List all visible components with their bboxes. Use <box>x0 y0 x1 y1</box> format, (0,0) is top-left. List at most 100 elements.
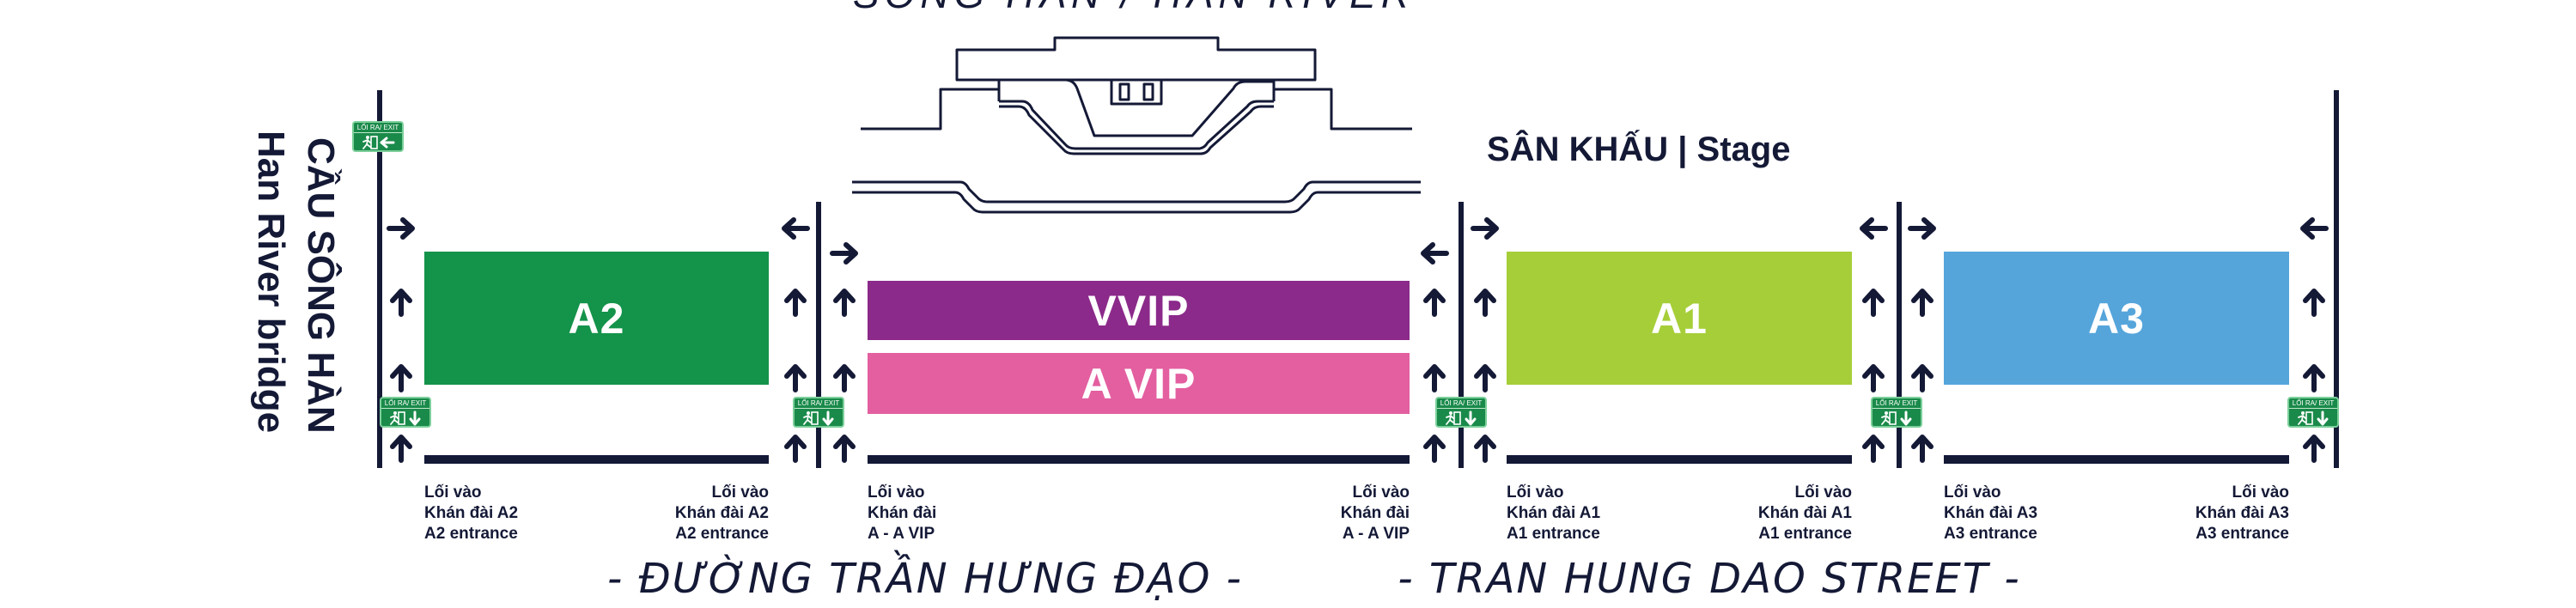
exit-runner-down-icon <box>803 410 834 426</box>
exit-sign-label: LỐI RA/ EXIT <box>354 123 402 133</box>
entrance-line: Lối vào <box>424 483 482 502</box>
entrance-line: Lối vào <box>711 483 769 502</box>
arrow-right-icon <box>830 242 858 264</box>
arrow-up-icon <box>833 435 856 463</box>
arrow-up-icon <box>1911 289 1934 317</box>
arrow-up-icon <box>1911 364 1934 392</box>
stage-edge-1 <box>999 100 1274 150</box>
exit-sign: LỐI RA/ EXIT <box>380 397 431 428</box>
arrow-up-icon <box>1474 435 1496 463</box>
exit-sign: LỐI RA/ EXIT <box>793 397 844 428</box>
arrow-up-icon <box>1474 364 1496 392</box>
zone-a2[interactable]: A2 <box>424 252 769 385</box>
entrance-line: Khán đài A1 <box>1507 504 1601 522</box>
river-label: SÔNG HÀN / HAN RIVER <box>853 0 1415 17</box>
zone-a1-label: A1 <box>1651 294 1708 343</box>
exit-sign: LỐI RA/ EXIT <box>2287 397 2339 428</box>
barrier-line <box>816 202 821 468</box>
arrow-up-icon <box>1423 435 1446 463</box>
exit-sign-label: LỐI RA/ EXIT <box>2289 398 2337 409</box>
entrance-line: A2 entrance <box>675 525 769 543</box>
exit-runner-down-icon <box>1881 410 1912 426</box>
zone-vvip-label: VVIP <box>1087 286 1190 335</box>
arrow-up-icon <box>390 435 412 463</box>
entrance-line: A - A VIP <box>868 525 935 543</box>
entrance-line: Khán đài A3 <box>1944 504 2038 522</box>
entrance-line: A1 entrance <box>1507 525 1600 543</box>
entrance-line: Lối vào <box>1794 483 1852 502</box>
arrow-right-icon <box>1471 217 1499 240</box>
street-label-en: - TRAN HUNG DAO STREET - <box>1398 555 2021 603</box>
arrow-left-icon <box>1860 217 1888 240</box>
entrance-line: Lối vào <box>2232 483 2289 502</box>
street-label-vi: - ĐƯỜNG TRẦN HƯNG ĐẠO - <box>607 555 1243 603</box>
arrow-up-icon <box>1423 364 1446 392</box>
bridge-label-vi: CẦU SÔNG HÀN <box>300 137 342 434</box>
zone-vip-front-bar <box>868 455 1410 464</box>
entrance-line: A3 entrance <box>2195 525 2289 543</box>
zone-a3-label: A3 <box>2088 294 2145 343</box>
arrow-up-icon <box>784 289 807 317</box>
arrow-up-icon <box>2303 435 2325 463</box>
arrow-left-icon <box>782 217 810 240</box>
zone-a1[interactable]: A1 <box>1507 252 1852 385</box>
entrance-line: Lối vào <box>1507 483 1564 502</box>
arrow-up-icon <box>390 364 412 392</box>
barrier-line <box>377 90 382 468</box>
entrance-line: A - A VIP <box>1342 525 1410 543</box>
exit-sign-label: LỐI RA/ EXIT <box>381 398 429 409</box>
barrier-line <box>1897 202 1902 468</box>
stage-center-box <box>1110 78 1163 106</box>
arrow-left-icon <box>1421 242 1449 264</box>
zone-a3-front-bar <box>1944 455 2289 464</box>
zone-a3[interactable]: A3 <box>1944 252 2289 385</box>
bridge-label-en: Han River bridge <box>250 131 292 434</box>
zone-avip[interactable]: A VIP <box>868 353 1410 414</box>
exit-sign-label: LỐI RA/ EXIT <box>1873 398 1921 409</box>
arrow-up-icon <box>1862 435 1885 463</box>
stage-front-line-2 <box>852 191 1421 214</box>
arrow-right-icon <box>1908 217 1936 240</box>
stage-back-structure <box>955 36 1317 82</box>
entrance-line: Khán đài A1 <box>1757 504 1852 522</box>
entrance-line: Lối vào <box>1352 483 1410 502</box>
exit-runner-down-icon <box>390 410 421 426</box>
arrow-up-icon <box>833 289 856 317</box>
entrance-line: A2 entrance <box>424 525 518 543</box>
arrow-up-icon <box>2303 289 2325 317</box>
stage-left-wing <box>861 88 999 131</box>
barrier-line <box>1459 202 1464 468</box>
entrance-line: Khán đài A2 <box>674 504 769 522</box>
zone-vvip[interactable]: VVIP <box>868 281 1410 340</box>
stage-edge-2 <box>999 105 1274 155</box>
arrow-up-icon <box>833 364 856 392</box>
stage-right-wing <box>1274 88 1412 131</box>
entrance-line: Lối vào <box>868 483 925 502</box>
arrow-up-icon <box>1423 289 1446 317</box>
arrow-up-icon <box>784 364 807 392</box>
arrow-up-icon <box>390 289 412 317</box>
arrow-up-icon <box>1862 364 1885 392</box>
exit-sign: LỐI RA/ EXIT <box>352 121 404 152</box>
zone-avip-label: A VIP <box>1081 359 1197 408</box>
barrier-line <box>2334 90 2339 468</box>
exit-sign-label: LỐI RA/ EXIT <box>795 398 843 409</box>
entrance-line: Khán đài <box>868 504 937 522</box>
exit-sign: LỐI RA/ EXIT <box>1435 397 1487 428</box>
entrance-line: Khán đài <box>1340 504 1410 522</box>
exit-runner-down-icon <box>1446 410 1477 426</box>
zone-a1-front-bar <box>1507 455 1852 464</box>
stage-label: SÂN KHẤU | Stage <box>1487 131 1791 168</box>
arrow-left-icon <box>2300 217 2329 240</box>
exit-runner-left-icon <box>362 136 395 149</box>
